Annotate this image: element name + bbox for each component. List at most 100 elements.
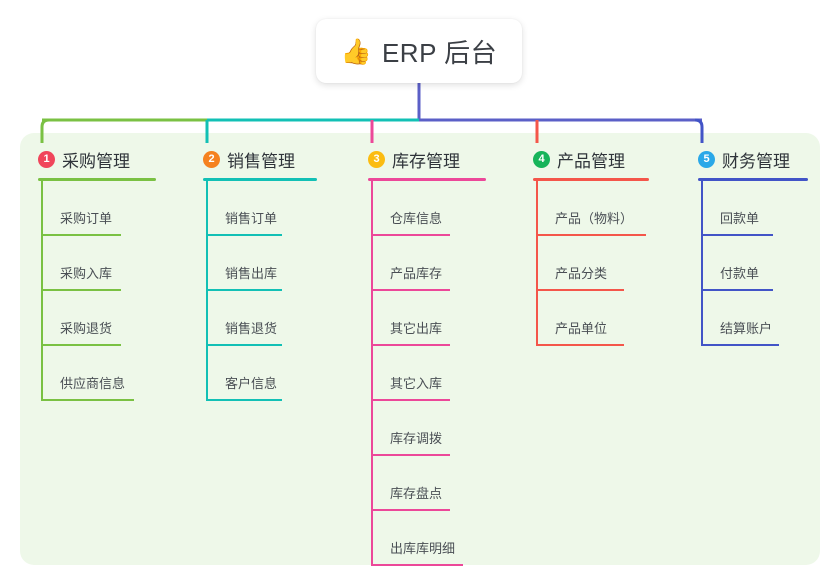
branch-header[interactable]: 3 库存管理 [368,146,486,172]
branch-item[interactable]: 付款单 [698,236,808,291]
branch-item[interactable]: 采购入库 [38,236,156,291]
branch-item-label: 付款单 [720,266,760,281]
root-node[interactable]: 👍 ERP 后台 [316,19,522,83]
branch-item-list: 回款单付款单结算账户 [698,181,808,346]
branch-title: 销售管理 [227,151,295,171]
branch-item[interactable]: 产品分类 [533,236,649,291]
branch-item-underline [41,234,121,236]
branch-item[interactable]: 回款单 [698,181,808,236]
branch-number-badge: 4 [533,150,550,168]
branch-number-badge: 2 [203,150,220,168]
branch-header-underline [533,178,649,181]
branch-header[interactable]: 5 财务管理 [698,146,808,172]
branch-item-underline [41,289,121,291]
branch-item-label: 产品库存 [390,266,443,281]
branch-header-underline [38,178,156,181]
branch-column-5[interactable]: 5 财务管理回款单付款单结算账户 [698,146,808,346]
branch-item-underline [371,399,450,401]
branch-item[interactable]: 其它入库 [368,346,486,401]
branch-item-underline [371,289,450,291]
branch-header[interactable]: 4 产品管理 [533,146,649,172]
branch-item[interactable]: 出库库明细 [368,511,486,566]
branch-item-label: 库存盘点 [390,486,443,501]
branch-item-underline [206,344,282,346]
branch-item-underline [536,289,624,291]
branch-header[interactable]: 1 采购管理 [38,146,156,172]
branch-item-label: 出库库明细 [390,541,456,556]
branch-item-list: 采购订单采购入库采购退货供应商信息 [38,181,156,401]
branch-item[interactable]: 产品单位 [533,291,649,346]
branch-item-label: 采购订单 [60,211,113,226]
branch-drop-1 [40,118,50,143]
branch-item-underline [701,234,773,236]
branch-item[interactable]: 客户信息 [203,346,317,401]
branch-title: 库存管理 [392,151,460,171]
branch-column-2[interactable]: 2 销售管理销售订单销售出库销售退货客户信息 [203,146,317,401]
branch-item[interactable]: 销售出库 [203,236,317,291]
branch-item[interactable]: 采购订单 [38,181,156,236]
branch-title: 产品管理 [557,151,625,171]
branch-item-label: 销售退货 [225,321,278,336]
branch-number-badge: 5 [698,150,715,168]
branch-item-label: 销售出库 [225,266,278,281]
branch-item[interactable]: 结算账户 [698,291,808,346]
branch-item[interactable]: 产品库存 [368,236,486,291]
branch-column-1[interactable]: 1 采购管理采购订单采购入库采购退货供应商信息 [38,146,156,401]
branch-item[interactable]: 其它出库 [368,291,486,346]
branch-item-underline [41,399,134,401]
branch-item-label: 其它入库 [390,376,443,391]
branch-column-3[interactable]: 3 库存管理仓库信息产品库存其它出库其它入库库存调拨库存盘点出库库明细 [368,146,486,566]
branch-item[interactable]: 产品（物料） [533,181,649,236]
branch-item-label: 结算账户 [720,321,773,336]
branch-header-underline [368,178,486,181]
branch-number-badge: 1 [38,150,55,168]
branch-number-badge: 3 [368,150,385,168]
thumbs-up-icon: 👍 [340,36,372,66]
branch-item-underline [206,289,282,291]
branch-item-underline [206,234,282,236]
branch-item-underline [371,344,450,346]
branch-item-underline [536,234,646,236]
branch-item-underline [206,399,282,401]
branch-item-label: 销售订单 [225,211,278,226]
branch-item-label: 仓库信息 [390,211,443,226]
branch-item-underline [41,344,121,346]
branch-header-underline [698,178,808,181]
branch-item-underline [371,454,450,456]
branch-header[interactable]: 2 销售管理 [203,146,317,172]
branch-item[interactable]: 供应商信息 [38,346,156,401]
branch-item[interactable]: 库存调拨 [368,401,486,456]
branch-column-4[interactable]: 4 产品管理产品（物料） 产品分类产品单位 [533,146,649,346]
branch-item-underline [371,509,450,511]
branch-spine [371,181,373,566]
branch-item-label: 采购入库 [60,266,113,281]
branch-item-list: 产品（物料） 产品分类产品单位 [533,181,649,346]
branch-item-label: 产品（物料） [555,211,634,226]
branch-item[interactable]: 库存盘点 [368,456,486,511]
branch-item-list: 仓库信息产品库存其它出库其它入库库存调拨库存盘点出库库明细 [368,181,486,566]
branch-item[interactable]: 采购退货 [38,291,156,346]
branch-item-underline [371,234,450,236]
branch-item-label: 产品分类 [555,266,608,281]
branch-item-label: 库存调拨 [390,431,443,446]
branch-item-label: 客户信息 [225,376,278,391]
branch-title: 财务管理 [722,151,790,171]
branch-item[interactable]: 销售订单 [203,181,317,236]
branches-panel [20,133,820,565]
branch-spine [41,181,43,401]
branch-item-label: 供应商信息 [60,376,126,391]
branch-item[interactable]: 仓库信息 [368,181,486,236]
root-title: ERP 后台 [381,37,498,68]
branch-spine [206,181,208,401]
branch-item-list: 销售订单销售出库销售退货客户信息 [203,181,317,401]
branch-item-label: 产品单位 [555,321,608,336]
branch-item[interactable]: 销售退货 [203,291,317,346]
branch-item-underline [536,344,624,346]
branch-item-underline [701,344,779,346]
branch-item-label: 其它出库 [390,321,443,336]
branch-title: 采购管理 [62,151,130,171]
branch-item-label: 采购退货 [60,321,113,336]
branch-drop-5 [694,118,704,143]
